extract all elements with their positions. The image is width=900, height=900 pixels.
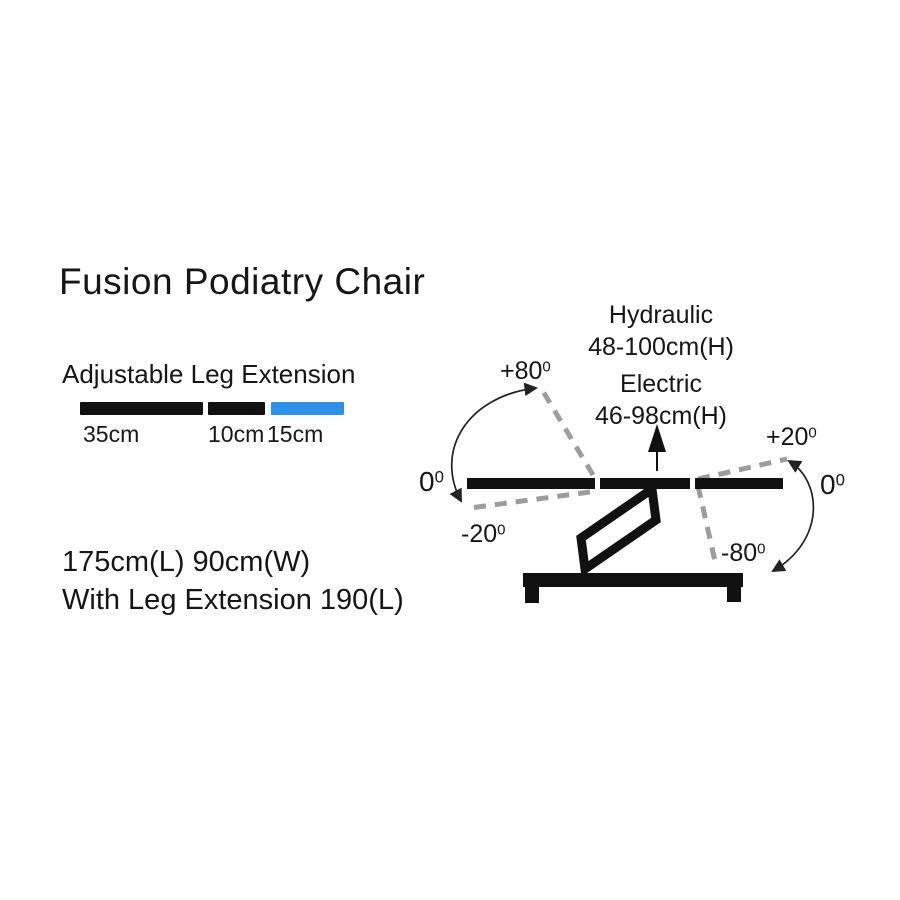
leg-extension-bar-35cm [80, 402, 203, 415]
legrest-down-dashed-line [695, 485, 718, 562]
backrest-zero-angle-label: 00 [419, 466, 444, 497]
legrest-up-dashed-line [697, 456, 788, 482]
lift-height-specs: Hydraulic 48-100cm(H) Electric 46-98cm(H… [531, 299, 791, 432]
backrest-range-arrow [449, 382, 539, 503]
bar-length-label-10cm: 10cm [208, 421, 265, 447]
height-adjust-arrow-icon [648, 424, 666, 471]
base-left-foot [525, 587, 539, 603]
dimensions-line2: With Leg Extension 190(L) [62, 584, 404, 616]
hydraulic-label: Hydraulic [608, 301, 714, 329]
electric-label: Electric [620, 370, 702, 398]
bar-length-label-35cm: 35cm [83, 421, 140, 447]
bar-length-label-15cm: 15cm [267, 421, 324, 447]
legrest-range-arrow [771, 459, 815, 573]
leg-extension-heading: Adjustable Leg Extension [62, 359, 356, 389]
backrest-max-angle-label: +800 [500, 357, 551, 385]
hydraulic-range: 48-100cm(H) [588, 333, 734, 361]
base-bar [523, 573, 743, 587]
legrest-section [695, 478, 783, 489]
legrest-max-angle-label: +200 [766, 423, 817, 451]
leg-extension-bar-10cm [208, 402, 265, 415]
backrest-section [467, 478, 595, 489]
electric-range: 46-98cm(H) [595, 402, 727, 430]
backrest-up-dashed-line [538, 386, 596, 477]
backrest-down-dashed-line [469, 489, 591, 511]
leg-extension-bar-15cm [271, 402, 344, 415]
legrest-zero-angle-label: 00 [820, 469, 845, 500]
backrest-min-angle-label: -200 [461, 520, 506, 548]
page-title: Fusion Podiatry Chair [59, 261, 426, 302]
dimensions-line1: 175cm(L) 90cm(W) [62, 546, 311, 578]
legrest-min-angle-label: -800 [721, 539, 766, 567]
seat-section [600, 478, 690, 489]
lift-linkage [576, 481, 661, 577]
base-right-foot [727, 587, 741, 602]
overall-dimensions: 175cm(L) 90cm(W) With Leg Extension 190(… [62, 543, 404, 619]
